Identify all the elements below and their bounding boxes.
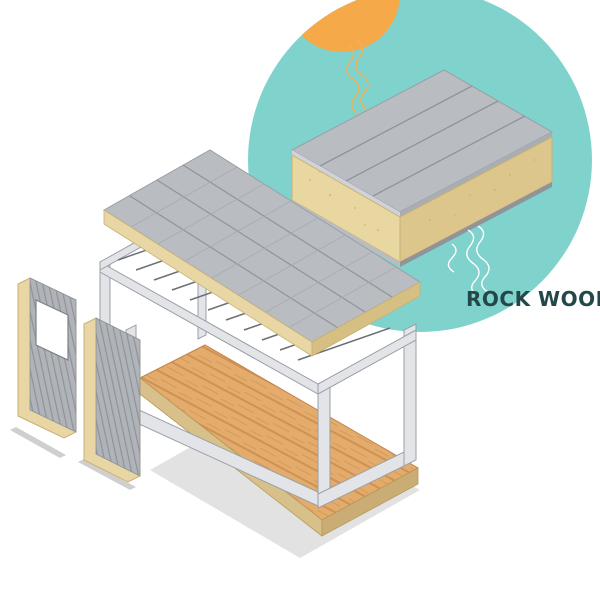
roof-panel [103, 149, 421, 357]
sound-wave-icon [447, 225, 490, 297]
window-opening [35, 299, 69, 361]
zoomed-roof-panel [290, 69, 554, 267]
panel-seams [319, 85, 526, 197]
rock-wool-label: ROCK WOOL [466, 287, 600, 311]
wall-panel-plain [83, 317, 141, 483]
wall-panel-with-window [17, 277, 77, 439]
